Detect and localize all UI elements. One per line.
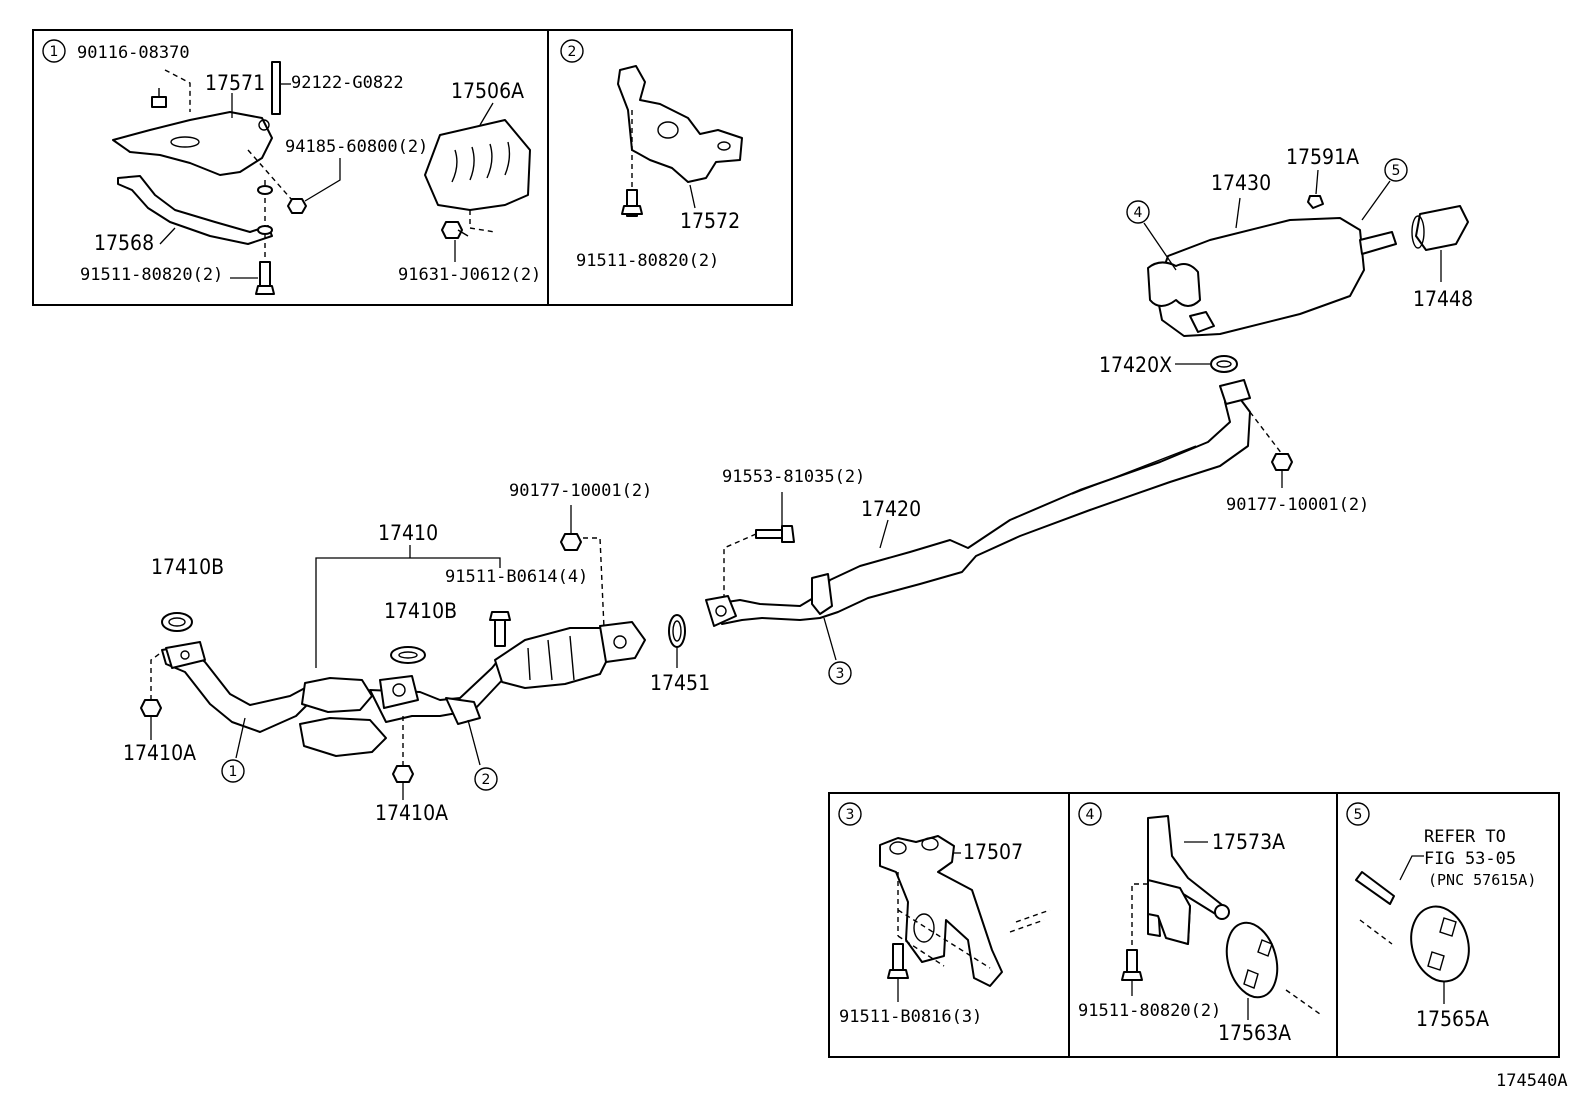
ref-3: 3 <box>828 661 852 685</box>
svg-text:5: 5 <box>1354 807 1363 823</box>
inset-2-ref: 2 <box>560 39 584 63</box>
inset-4-ref: 4 <box>1078 802 1102 826</box>
bolt-icon <box>887 943 909 1002</box>
bolt-icon <box>621 189 643 217</box>
inset-1: 1 90116-08370 17571 92122-G0822 17506A 9… <box>42 39 541 295</box>
inset-5: 5 REFER TO FIG 53-05 (PNC 57615A) 17565A <box>1346 802 1536 1031</box>
label-17410: 17410 <box>378 521 438 545</box>
label-17573A: 17573A <box>1212 830 1285 854</box>
nut-icon <box>287 158 341 214</box>
heat-insulator-17571 <box>112 111 273 176</box>
gasket-17451 <box>668 614 686 648</box>
svg-text:5: 5 <box>1392 163 1401 179</box>
catalytic-converter-main <box>494 627 613 689</box>
label-17506A: 17506A <box>451 79 524 103</box>
catalytic-converter-rear <box>299 717 387 757</box>
label-17563A: 17563A <box>1218 1021 1291 1045</box>
label-17571: 17571 <box>205 71 265 95</box>
label-17591A: 17591A <box>1286 145 1359 169</box>
bolt-icon <box>441 221 469 262</box>
nut-icon <box>392 765 414 783</box>
main-assembly: 17410 17410B 17410B 90177-10001(2) <box>123 145 1473 825</box>
gasket-17410B <box>161 612 193 632</box>
muffler-17430 <box>1155 217 1365 337</box>
label-17420: 17420 <box>861 497 921 521</box>
ref-2: 2 <box>474 767 498 791</box>
bracket-17568 <box>117 175 273 245</box>
svg-text:2: 2 <box>482 772 491 788</box>
bracket-17572 <box>617 65 743 183</box>
label-94185-60800: 94185-60800(2) <box>285 137 428 157</box>
inset-frame-top <box>32 29 793 306</box>
nut-icon <box>1271 453 1293 488</box>
bolt-icon <box>230 261 275 295</box>
nut-icon <box>1307 195 1324 209</box>
label-92122-G0822: 92122-G0822 <box>291 73 404 93</box>
label-91511-80820-i1: 91511-80820(2) <box>80 265 223 285</box>
bolt-icon <box>1121 949 1143 996</box>
note-refer-to: REFER TO <box>1424 827 1506 847</box>
label-91631-J0612: 91631-J0612(2) <box>398 265 541 285</box>
center-pipe-17420 <box>713 395 1251 625</box>
label-17568: 17568 <box>94 231 154 255</box>
label-17410B-left: 17410B <box>151 555 224 579</box>
bolt-icon <box>755 492 795 543</box>
ref-1: 1 <box>221 759 245 783</box>
inset-1-ref: 1 <box>42 39 66 63</box>
label-91511-B0614: 91511-B0614(4) <box>445 567 588 587</box>
inset-2: 2 17572 91511-80820(2) <box>560 39 743 271</box>
label-17410A-bottom: 17410A <box>375 801 448 825</box>
catalytic-converter-front <box>301 677 373 713</box>
inset-5-ref: 5 <box>1346 802 1370 826</box>
svg-text:3: 3 <box>846 807 855 823</box>
bracket-17507 <box>879 835 1003 987</box>
bolt-icon <box>151 88 167 108</box>
label-17410A-left: 17410A <box>123 741 196 765</box>
svg-text:1: 1 <box>229 764 238 780</box>
inset-frame-bottom <box>828 792 1560 1058</box>
label-91511-80820-i4: 91511-80820(2) <box>1078 1001 1221 1021</box>
stud-icon <box>271 61 291 115</box>
gasket-17420X <box>1210 355 1238 373</box>
label-90177-left: 90177-10001(2) <box>509 481 652 501</box>
label-17565A: 17565A <box>1416 1007 1489 1031</box>
label-91511-80820-i2: 91511-80820(2) <box>576 251 719 271</box>
gasket-17410B <box>390 646 426 664</box>
svg-text:4: 4 <box>1134 205 1143 221</box>
rubber-hanger-17563A <box>1225 921 1279 999</box>
diagram-id: 174540A <box>1496 1071 1568 1091</box>
label-17420X: 17420X <box>1099 353 1172 377</box>
nut-icon <box>140 699 162 717</box>
bolt-icon <box>489 611 511 647</box>
heat-insulator-17506A <box>424 119 531 211</box>
label-91553-81035: 91553-81035(2) <box>722 467 865 487</box>
ref-5: 5 <box>1384 158 1408 182</box>
svg-text:4: 4 <box>1086 807 1095 823</box>
label-91511-B0816: 91511-B0816(3) <box>839 1007 982 1027</box>
rubber-hanger-17565A <box>1410 905 1470 983</box>
label-17572: 17572 <box>680 209 740 233</box>
svg-text:1: 1 <box>50 44 59 60</box>
label-90116-08370: 90116-08370 <box>77 43 190 63</box>
tailpipe-17448 <box>1415 205 1469 251</box>
inset-3-ref: 3 <box>838 802 862 826</box>
label-17430: 17430 <box>1211 171 1271 195</box>
label-17451: 17451 <box>650 671 710 695</box>
note-pnc: (PNC 57615A) <box>1428 871 1536 889</box>
label-17448: 17448 <box>1413 287 1473 311</box>
inset-4: 4 17573A 91511-80820(2) 17563A <box>1078 802 1321 1045</box>
nut-icon <box>560 505 582 551</box>
label-90177-right: 90177-10001(2) <box>1226 495 1369 515</box>
label-17507: 17507 <box>963 840 1023 864</box>
label-17410B-mid: 17410B <box>384 599 457 623</box>
inset-3: 3 17507 91511-B0816(3) <box>838 802 1051 1027</box>
svg-text:3: 3 <box>836 666 845 682</box>
ref-4: 4 <box>1126 200 1150 224</box>
note-fig: FIG 53-05 <box>1424 849 1516 869</box>
svg-text:2: 2 <box>568 44 577 60</box>
